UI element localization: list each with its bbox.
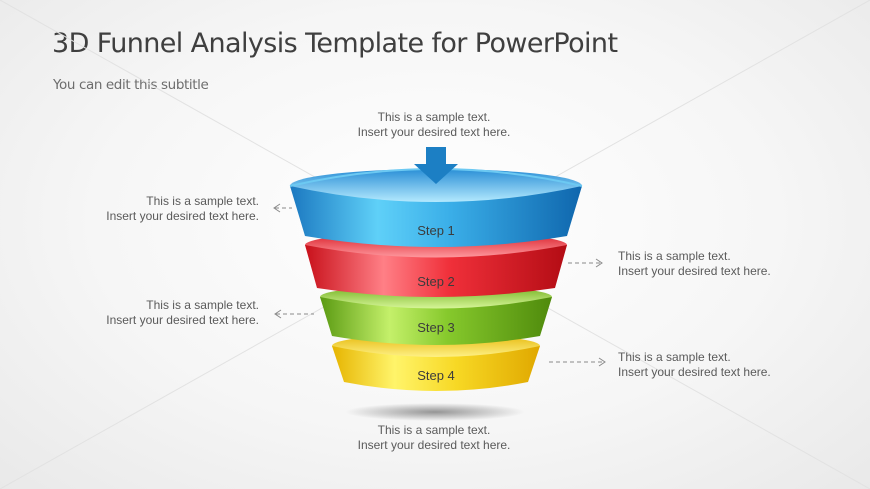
callout-step-1-line2: Insert your desired text here. bbox=[106, 209, 259, 223]
funnel-step-1-ring bbox=[289, 168, 583, 247]
callout-step-4: This is a sample text. Insert your desir… bbox=[618, 350, 818, 380]
step-4-label: Step 4 bbox=[417, 368, 455, 383]
callout-step-3-line1: This is a sample text. bbox=[146, 298, 259, 312]
callout-step-2-line1: This is a sample text. bbox=[618, 249, 731, 263]
down-arrow-icon bbox=[414, 147, 458, 184]
callout-step-3-line2: Insert your desired text here. bbox=[106, 313, 259, 327]
connector-lines bbox=[275, 207, 603, 363]
callout-bottom-line1: This is a sample text. bbox=[377, 423, 491, 437]
callout-step-4-line2: Insert your desired text here. bbox=[618, 365, 771, 379]
step-2-label: Step 2 bbox=[417, 274, 455, 289]
callout-step-2-line2: Insert your desired text here. bbox=[618, 264, 771, 278]
callout-step-1-line1: This is a sample text. bbox=[146, 194, 259, 208]
funnel-shadow bbox=[345, 403, 525, 421]
callout-top-line2: Insert your desired text here. bbox=[357, 125, 511, 139]
callout-top-line1: This is a sample text. bbox=[377, 110, 491, 124]
callout-step-4-line1: This is a sample text. bbox=[618, 350, 731, 364]
callout-step-3: This is a sample text. Insert your desir… bbox=[60, 298, 259, 328]
slide-title: 3D Funnel Analysis Template for PowerPoi… bbox=[52, 28, 618, 59]
callout-top: This is a sample text. Insert your desir… bbox=[334, 110, 534, 140]
callout-bottom-line2: Insert your desired text here. bbox=[357, 438, 511, 452]
connector-arrowheads bbox=[273, 203, 606, 367]
callout-bottom: This is a sample text. Insert your desir… bbox=[334, 423, 534, 453]
callout-step-1: This is a sample text. Insert your desir… bbox=[60, 194, 259, 224]
step-3-label: Step 3 bbox=[417, 320, 455, 335]
step-1-label: Step 1 bbox=[417, 223, 455, 238]
callout-step-2: This is a sample text. Insert your desir… bbox=[618, 249, 818, 279]
slide-subtitle: You can edit this subtitle bbox=[53, 77, 209, 93]
